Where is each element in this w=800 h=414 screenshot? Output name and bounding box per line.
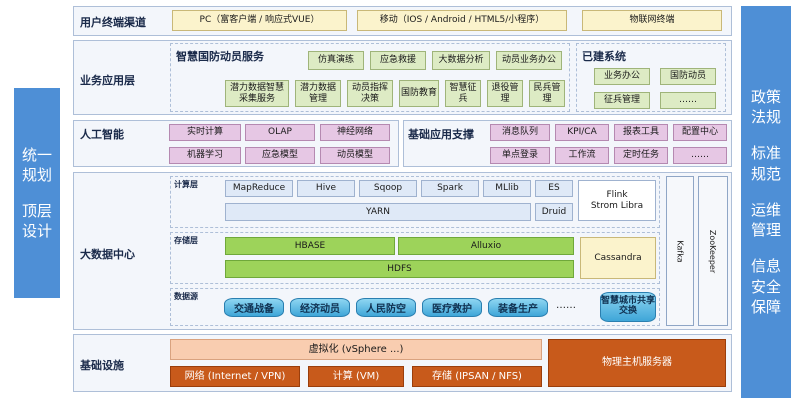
hdfs-bar: HDFS — [225, 260, 574, 278]
built-item: …… — [660, 92, 716, 109]
storage-title: 存储层 — [174, 236, 198, 245]
business-item: 应急救援 — [370, 51, 426, 70]
physical-host-box: 物理主机服务器 — [548, 339, 726, 387]
support-item: 报表工具 — [614, 124, 668, 141]
business-item: 大数据分析 — [432, 51, 490, 70]
compute-title: 计算层 — [174, 180, 198, 189]
source-cylinder: 经济动员 — [290, 298, 350, 317]
business-item: 动员指挥决策 — [347, 80, 393, 107]
druid-box: Druid — [535, 203, 573, 221]
compute-item: MLlib — [483, 180, 531, 197]
business-item: 国防教育 — [399, 80, 439, 107]
source-cylinder: 装备生产 — [488, 298, 548, 317]
business-main-area — [170, 43, 570, 112]
business-item: 动员业务办公 — [496, 51, 562, 70]
business-item: 智慧征兵 — [445, 80, 481, 107]
right-panel: 政策 法规 标准 规范 运维 管理 信息 安全 保障 — [741, 6, 791, 398]
left-panel-line-3: 顶层 — [21, 202, 52, 220]
compute-item: Spark — [421, 180, 479, 197]
support-item: …… — [673, 147, 727, 164]
business-item: 民兵管理 — [529, 80, 565, 107]
right-panel-text: 信息 — [750, 257, 781, 276]
business-item: 仿真演练 — [308, 51, 364, 70]
yarn-bar: YARN — [225, 203, 531, 221]
right-panel-text: 管理 — [750, 221, 781, 240]
source-area — [170, 288, 660, 326]
left-panel-line-2: 规划 — [21, 165, 52, 184]
compute-item: MapReduce — [225, 180, 293, 197]
support-item: 工作流 — [555, 147, 609, 164]
built-item: 业务办公 — [594, 68, 650, 85]
ai-item: 应急模型 — [245, 147, 315, 164]
right-panel-text: 运维 — [750, 200, 781, 219]
support-item: 定时任务 — [614, 147, 668, 164]
business-item: 退役管理 — [487, 80, 523, 107]
ai-item: 机器学习 — [169, 147, 241, 164]
right-panel-text: 规范 — [750, 164, 781, 183]
right-panel-text: 标准 — [750, 144, 781, 163]
right-panel-text: 法规 — [750, 108, 781, 127]
storage-area — [170, 232, 660, 284]
hbase-bar: HBASE — [225, 237, 395, 255]
cassandra-box: Cassandra — [580, 237, 656, 279]
terminal-layer-title: 用户终端渠道 — [80, 16, 146, 29]
right-panel-group-ops: 运维 管理 — [751, 200, 781, 241]
smart-city-cylinder: 智慧城市共享交换 — [600, 292, 656, 322]
right-panel-text: 政策 — [750, 87, 781, 106]
business-layer-title: 业务应用层 — [80, 74, 135, 87]
compute-area — [170, 176, 660, 228]
left-panel-group-1: 统一 规划 — [22, 145, 52, 186]
right-panel-text: 安全 — [750, 277, 781, 296]
right-panel-text: 保障 — [750, 297, 781, 316]
infra-network: 网络 (Internet / VPN) — [170, 366, 300, 387]
kafka-column: Kafka — [666, 176, 694, 326]
compute-item: Sqoop — [359, 180, 417, 197]
ai-item: 动员模型 — [320, 147, 390, 164]
bigdata-layer-title: 大数据中心 — [80, 248, 135, 261]
support-item: 消息队列 — [490, 124, 550, 141]
virtualization-bar: 虚拟化 (vSphere ...) — [170, 339, 542, 360]
right-panel-group-standard: 标准 规范 — [751, 143, 781, 184]
right-panel-group-security: 信息 安全 保障 — [751, 256, 781, 317]
left-panel-group-2: 顶层 设计 — [22, 201, 52, 242]
support-item: 单点登录 — [490, 147, 550, 164]
source-more: …… — [556, 300, 576, 311]
source-cylinder: 医疗救护 — [422, 298, 482, 317]
support-item: 配置中心 — [673, 124, 727, 141]
terminal-pc: PC（富客户端 / 响应式VUE） — [172, 10, 347, 31]
built-item: 国防动员 — [660, 68, 716, 85]
compute-item: ES — [535, 180, 573, 197]
flink-label: Flink Strom Libra — [590, 190, 644, 211]
infra-storage: 存储 (IPSAN / NFS) — [412, 366, 542, 387]
infra-compute: 计算 (VM) — [308, 366, 404, 387]
built-systems-title: 已建系统 — [582, 50, 626, 63]
flink-box: Flink Strom Libra — [578, 180, 656, 221]
source-title: 数据源 — [174, 292, 198, 301]
zookeeper-column: ZooKeeper — [698, 176, 728, 326]
left-panel: 统一 规划 顶层 设计 — [14, 88, 60, 298]
source-cylinder: 人民防空 — [356, 298, 416, 317]
ai-item: 实时计算 — [169, 124, 241, 141]
source-cylinder: 交通战备 — [224, 298, 284, 317]
business-item: 潜力数据智慧采集服务 — [225, 80, 289, 107]
kafka-label: Kafka — [675, 239, 685, 263]
business-main-title: 智慧国防动员服务 — [176, 50, 264, 63]
compute-item: Hive — [297, 180, 355, 197]
left-panel-line-1: 统一 — [21, 145, 52, 164]
terminal-iot: 物联网终端 — [582, 10, 722, 31]
right-panel-group-policy: 政策 法规 — [751, 87, 781, 128]
support-item: KPI/CA — [555, 124, 609, 141]
ai-item: OLAP — [245, 124, 315, 141]
basic-support-title: 基础应用支撑 — [408, 128, 474, 141]
ai-layer-title: 人工智能 — [80, 128, 124, 141]
alluxio-bar: Alluxio — [398, 237, 574, 255]
built-systems-area — [576, 43, 726, 112]
built-item: 征兵管理 — [594, 92, 650, 109]
terminal-mobile: 移动（IOS / Android / HTML5/小程序） — [357, 10, 567, 31]
infra-layer-title: 基础设施 — [80, 359, 124, 372]
left-panel-line-4: 设计 — [21, 222, 52, 241]
ai-item: 神经网络 — [320, 124, 390, 141]
business-item: 潜力数据管理 — [295, 80, 341, 107]
zookeeper-label: ZooKeeper — [708, 229, 718, 273]
